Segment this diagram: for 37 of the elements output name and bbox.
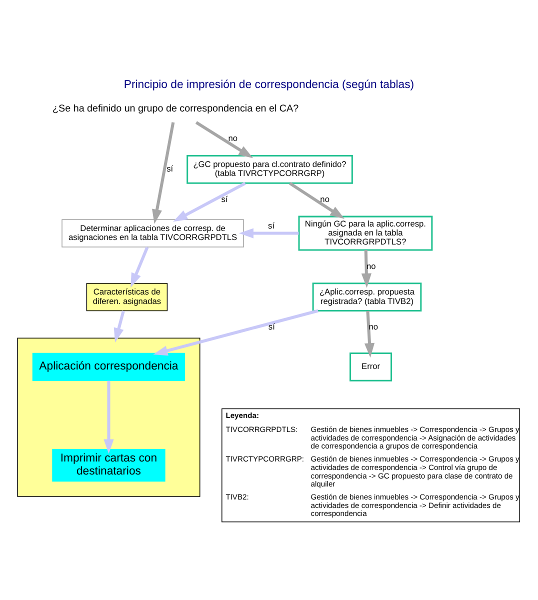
arrow — [364, 310, 375, 358]
arrow — [195, 120, 254, 158]
label: TIVB2: — [226, 492, 249, 502]
arrow — [114, 310, 125, 342]
label: Leyenda: — [226, 410, 259, 420]
edge-label: no — [228, 132, 238, 143]
edge-label: sí — [166, 163, 174, 174]
edge-label: sí — [268, 321, 275, 332]
node-box: Error — [350, 352, 392, 381]
label: Gestión de bienes inmuebles -> Correspondencia -> Grupos y actividades de correspondencia -> Asignación de actividades de correspondencia a grupos de correspondencia — [310, 424, 520, 450]
edge-label: no — [368, 321, 378, 332]
arrow — [288, 182, 345, 218]
arrow — [361, 250, 372, 288]
node-text: ¿Se ha definido un grupo de correspondencia en el CA? — [52, 102, 299, 114]
diagram-title: Principio de impresión de correspondencia (según tablas) — [124, 78, 414, 91]
label: Gestión de bienes inmuebles -> Correspondencia -> Grupos y actividades de correspondencia -> Definir actividades de correspondencia — [310, 492, 520, 518]
node-box: Determinar aplicaciones de corresp. de asignaciones en la tabla TIVCORRGRPDTLS — [62, 218, 244, 247]
label: TIVCORRGRPDTLS: — [226, 424, 298, 434]
edge-label: sí — [268, 220, 275, 230]
node-box: Imprimir cartas con destinatarios — [52, 448, 166, 482]
edge-label: no — [320, 193, 330, 204]
arrow — [104, 380, 114, 454]
arrow — [153, 308, 318, 356]
arrow — [130, 246, 149, 288]
node-box: Aplicación correspondencia — [32, 352, 186, 381]
edge-label: sí — [221, 193, 228, 204]
node-box: Características de diferen. asignadas — [86, 282, 168, 311]
cluster — [17, 337, 200, 496]
label: Gestión de bienes inmuebles -> Correspondencia -> Grupos y actividades de correspondencia -> Control vía grupo de correspondencia -> GC propuesto para clase de contrato de alquiler — [310, 454, 520, 488]
node-box: ¿Aplic.corresp. propuesta registrada? (tabla TIVB2) — [312, 282, 422, 312]
arrow — [173, 181, 246, 222]
label: TIVRCTYPCORRGRP: — [226, 454, 304, 464]
arrow — [152, 122, 175, 224]
node-box: Ningún GC para la aplic.corresp. asignada en la tabla TIVCORRGRPDTLS? — [298, 215, 433, 250]
node-box: ¿GC propuesto para cl.contrato definido? (tabla TIVRCTYPCORRGRP) — [186, 154, 353, 184]
arrow — [239, 228, 299, 238]
edge-label: no — [366, 260, 376, 270]
